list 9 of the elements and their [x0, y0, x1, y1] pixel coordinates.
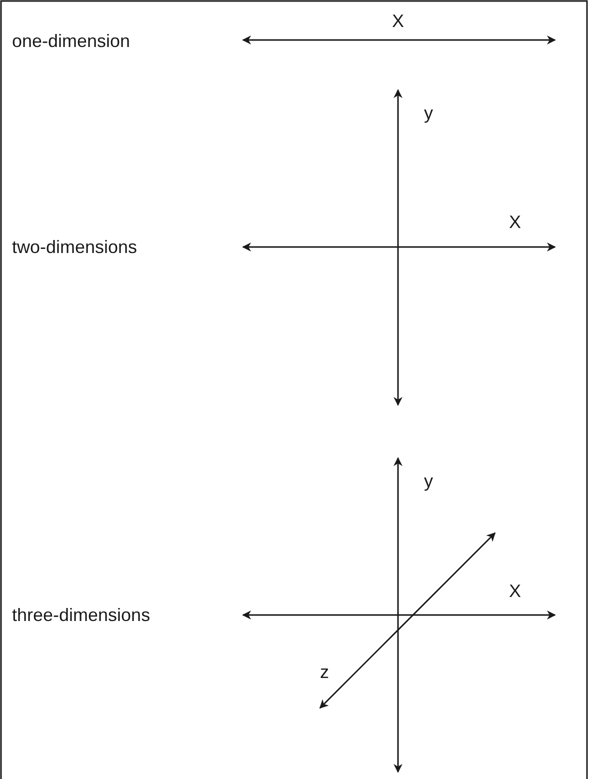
axis-label: y — [424, 104, 433, 122]
dimension-label: two-dimensions — [12, 238, 138, 256]
axis-label: X — [509, 582, 522, 600]
axis-label: z — [320, 663, 329, 681]
axis-label: X — [392, 12, 404, 30]
axis-label: X — [509, 213, 522, 231]
dimension-label: one-dimension — [12, 32, 130, 50]
dimension-label: three-dimensions — [12, 606, 150, 624]
axis-label: y — [424, 472, 433, 490]
